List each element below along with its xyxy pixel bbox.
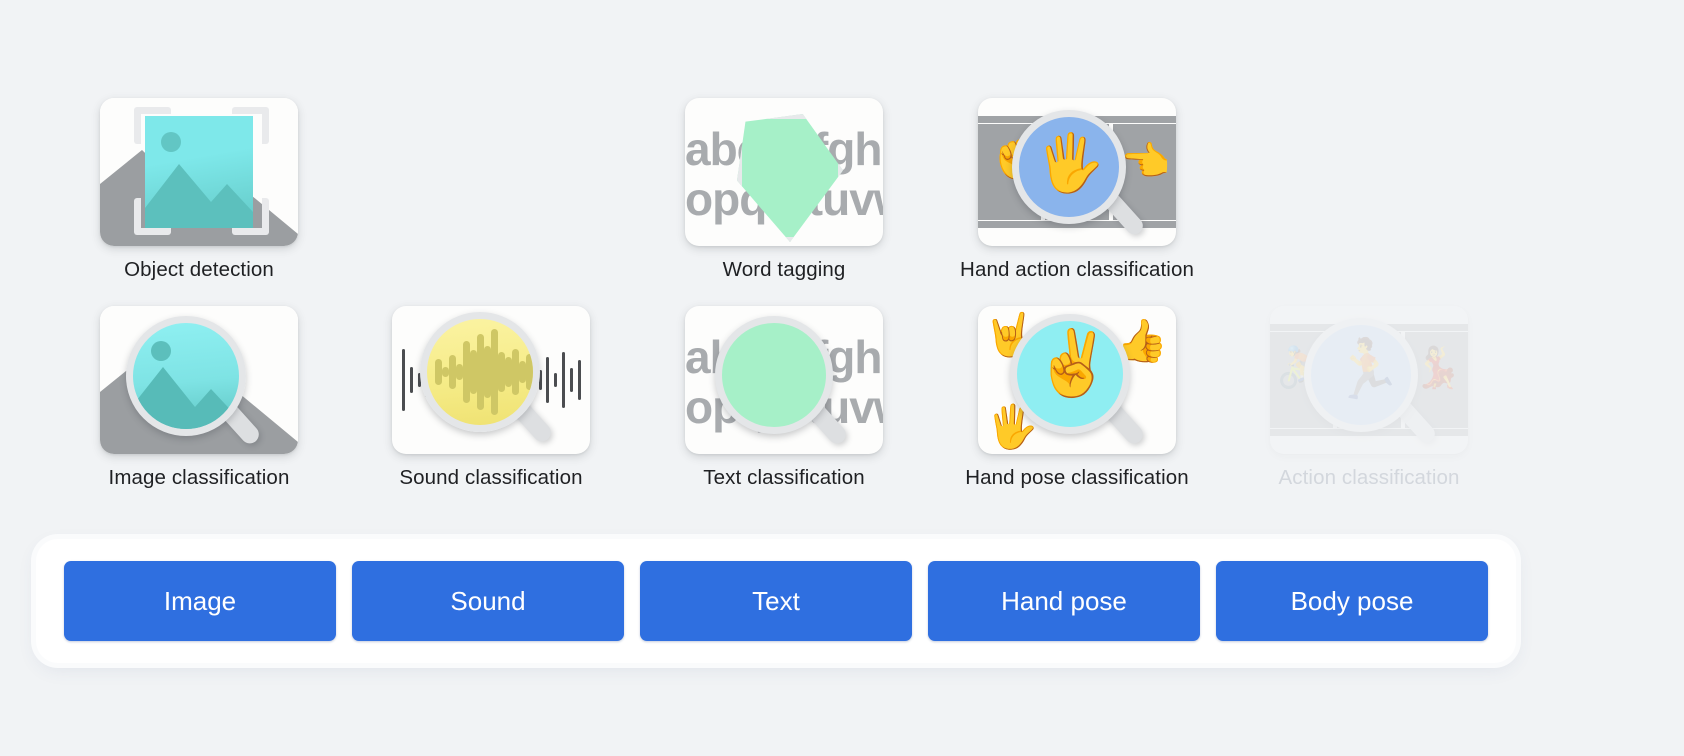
magnified-waveform bbox=[427, 319, 533, 425]
magnified-waveform-bar bbox=[505, 357, 512, 387]
magnified-waveform-bar bbox=[526, 354, 533, 390]
magnifier-icon bbox=[126, 316, 286, 452]
template-card-text-classification[interactable]: abcdefghi opqrstuvw Text classification bbox=[685, 306, 883, 489]
template-card-hand-pose-classification[interactable]: 🤟 👍 🖐 ✌ Hand pose classification bbox=[965, 306, 1189, 489]
waving-hand-magnified-icon: 🖐 bbox=[1035, 131, 1105, 194]
source-button-body-pose[interactable]: Body pose bbox=[1216, 561, 1488, 641]
template-label: Hand action classification bbox=[960, 258, 1194, 281]
waveform-bar bbox=[577, 360, 581, 400]
waveform-bar bbox=[546, 357, 550, 403]
dancer-icon: 💃 bbox=[1412, 346, 1463, 390]
template-label: Sound classification bbox=[399, 466, 583, 489]
crop-bracket-bottom-left bbox=[134, 198, 171, 235]
sun-dot bbox=[151, 341, 171, 361]
waveform-bar bbox=[417, 373, 421, 387]
detected-photo-region bbox=[145, 116, 253, 228]
waveform-bar bbox=[409, 367, 413, 393]
source-button-image[interactable]: Image bbox=[64, 561, 336, 641]
magnified-waveform-bar bbox=[491, 329, 498, 415]
pointing-hand-icon: 👈 bbox=[1120, 140, 1171, 184]
magnifier-lens: ✌ bbox=[1010, 314, 1130, 434]
runner-magnified-icon: 🏃 bbox=[1331, 337, 1404, 402]
template-card-object-detection[interactable]: Object detection bbox=[100, 98, 298, 281]
magnified-waveform-bar bbox=[533, 363, 540, 381]
waveform-bar bbox=[554, 373, 558, 387]
template-label: Text classification bbox=[703, 466, 865, 489]
source-button-sound[interactable]: Sound bbox=[352, 561, 624, 641]
waveform-bar bbox=[561, 352, 565, 408]
crop-bracket-top-right bbox=[232, 107, 269, 144]
template-card-action-classification: 🚴 🏃 💃 🏃 Action classification bbox=[1270, 306, 1468, 489]
magnifier-lens bbox=[715, 316, 833, 434]
sound-classification-icon bbox=[392, 306, 590, 454]
hand-action-classification-icon: ✊ 🖐 👈 🖐 bbox=[978, 98, 1176, 246]
magnified-mountain bbox=[133, 367, 239, 429]
magnified-waveform-bar bbox=[512, 349, 519, 395]
sun-dot bbox=[161, 132, 181, 152]
magnified-waveform-bar bbox=[470, 350, 477, 394]
template-label: Word tagging bbox=[722, 258, 846, 281]
magnifier-icon bbox=[715, 316, 875, 454]
victory-hand-magnified-icon: ✌ bbox=[1033, 327, 1113, 399]
object-detection-icon bbox=[100, 98, 298, 246]
template-label: Image classification bbox=[108, 466, 290, 489]
inner-mountain bbox=[145, 164, 253, 228]
text-classification-icon: abcdefghi opqrstuvw bbox=[685, 306, 883, 454]
magnifier-lens: 🏃 bbox=[1304, 318, 1418, 432]
template-label: Object detection bbox=[124, 258, 274, 281]
template-label: Hand pose classification bbox=[965, 466, 1189, 489]
magnified-waveform-bar bbox=[442, 367, 449, 377]
magnified-waveform-bar bbox=[477, 334, 484, 410]
film-perforation bbox=[1270, 429, 1468, 436]
magnifier-lens bbox=[126, 316, 246, 436]
magnifier-icon: ✌ bbox=[1010, 314, 1170, 454]
magnifier-icon bbox=[420, 312, 580, 452]
source-button-text[interactable]: Text bbox=[640, 561, 912, 641]
crop-bracket-top-left bbox=[134, 107, 171, 144]
template-card-hand-action-classification[interactable]: ✊ 🖐 👈 🖐 Hand action classification bbox=[960, 98, 1194, 281]
magnified-waveform-bar bbox=[484, 346, 491, 398]
waveform-bar bbox=[402, 349, 405, 411]
hand-pose-classification-icon: 🤟 👍 🖐 ✌ bbox=[978, 306, 1176, 454]
magnified-waveform-bar bbox=[463, 341, 470, 403]
magnifier-lens: 🖐 bbox=[1012, 110, 1126, 224]
template-card-word-tagging[interactable]: abcdefghi opqrstuvw Word tagging bbox=[685, 98, 883, 281]
film-perforation bbox=[978, 221, 1176, 228]
waveform-bar bbox=[538, 370, 542, 390]
template-label: Action classification bbox=[1278, 466, 1460, 489]
magnified-waveform-bar bbox=[449, 355, 456, 389]
data-source-bar: Image Sound Text Hand pose Body pose bbox=[36, 539, 1516, 663]
magnified-waveform-bar bbox=[435, 359, 442, 385]
template-card-sound-classification[interactable]: Sound classification bbox=[392, 306, 590, 489]
template-card-image-classification[interactable]: Image classification bbox=[100, 306, 298, 489]
magnifier-icon: 🏃 bbox=[1304, 318, 1454, 450]
crop-bracket-bottom-right bbox=[232, 198, 269, 235]
magnifier-icon: 🖐 bbox=[1012, 110, 1162, 242]
magnified-waveform-bar bbox=[456, 364, 463, 380]
waveform-bar bbox=[569, 368, 573, 392]
source-button-hand-pose[interactable]: Hand pose bbox=[928, 561, 1200, 641]
word-tagging-icon: abcdefghi opqrstuvw bbox=[685, 98, 883, 246]
magnified-waveform-bar bbox=[498, 352, 505, 392]
image-classification-icon bbox=[100, 306, 298, 454]
magnified-waveform-bar bbox=[519, 361, 526, 383]
film-frame: 💃 bbox=[1404, 332, 1468, 428]
action-classification-icon: 🚴 🏃 💃 🏃 bbox=[1270, 306, 1468, 454]
magnifier-lens bbox=[420, 312, 540, 432]
